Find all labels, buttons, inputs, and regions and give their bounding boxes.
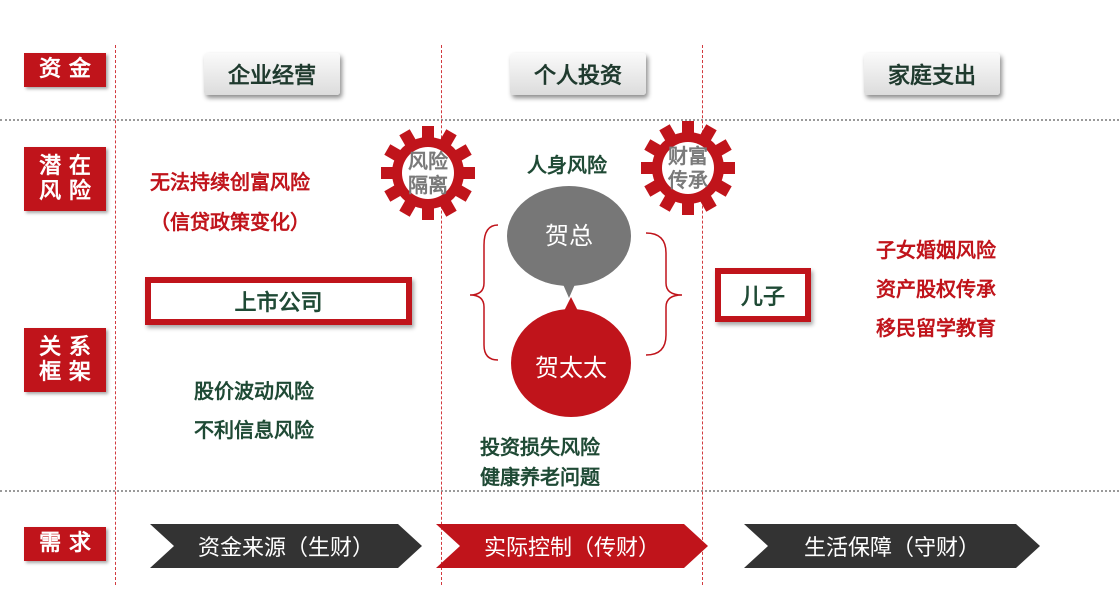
business-risk-4: 不利信息风险 <box>194 418 314 442</box>
need-arrow-wealth-transfer-text: 实际控制（传财） <box>483 536 660 561</box>
row-label-risk-line2: 风 险 <box>39 179 91 204</box>
gear-tooth <box>422 126 434 142</box>
column-header-business-text: 企业经营 <box>227 64 316 89</box>
gear-icon-risk-isolation <box>381 126 475 220</box>
need-arrow-wealth-transfer: 实际控制（传财） <box>436 524 708 568</box>
gear-right-line1: 财富 <box>668 144 708 168</box>
column-header-family-text: 家庭支出 <box>887 64 976 89</box>
row-label-rel-line1: 关 系 <box>39 334 91 360</box>
column-header-business: 企业经营 <box>204 53 340 95</box>
family-risk-1: 子女婚姻风险 <box>876 238 996 262</box>
gear-tooth <box>659 191 678 212</box>
column-divider-2 <box>441 45 442 585</box>
gear-left-line1: 风险 <box>408 149 448 173</box>
gear-left-line2: 隔离 <box>408 173 448 197</box>
business-risk-3: 股价波动风险 <box>194 379 314 403</box>
gear-tooth <box>384 183 405 202</box>
gear-tooth <box>644 178 665 197</box>
bubble-he-taitai-shape <box>511 297 631 417</box>
bubble-he-zong-text: 贺总 <box>545 222 593 250</box>
gear-tooth <box>644 139 665 158</box>
gear-tooth <box>711 178 732 197</box>
gear-tooth <box>698 191 717 212</box>
business-risk-1: 无法持续创富风险 <box>150 170 310 194</box>
row-label-funds-text: 资 金 <box>39 57 91 83</box>
row-label-risk-line1: 潜 在 <box>39 153 91 179</box>
need-arrow-wealth-creation: 资金来源（生财） <box>150 524 422 568</box>
row-label-needs: 需 求 <box>24 527 106 561</box>
gear-tooth <box>719 162 735 174</box>
need-arrow-wealth-protection: 生活保障（守财） <box>744 524 1040 568</box>
gear-tooth <box>659 124 678 145</box>
family-risk-2: 资产股权传承 <box>876 277 996 301</box>
bubble-he-taitai-text: 贺太太 <box>535 354 607 382</box>
gear-right-line2: 传承 <box>668 168 708 192</box>
gear-hole <box>662 142 714 194</box>
gear-tooth <box>641 162 657 174</box>
entity-son: 儿子 <box>715 268 811 322</box>
entity-listed-company-text: 上市公司 <box>234 291 323 316</box>
gear-tooth <box>451 144 472 163</box>
investment-risk-1: 投资损失风险 <box>480 435 600 459</box>
gear-tooth <box>422 204 434 220</box>
gear-tooth <box>711 139 732 158</box>
column-header-investment: 个人投资 <box>510 53 646 95</box>
need-arrow-wealth-creation-text: 资金来源（生财） <box>197 536 374 561</box>
investment-risk-2: 健康养老问题 <box>480 465 600 489</box>
gear-tooth <box>438 129 457 150</box>
row-label-relationship: 关 系 框 架 <box>24 328 106 392</box>
relationship-connectors <box>469 224 683 361</box>
entity-listed-company: 上市公司 <box>145 277 412 325</box>
gear-label-wealth-inheritance: 财富 传承 <box>640 120 736 216</box>
gear-tooth <box>682 199 694 215</box>
gear-tooth <box>682 121 694 137</box>
gear-tooth <box>384 144 405 163</box>
column-divider-3 <box>702 45 703 585</box>
business-risk-2: （信贷政策变化） <box>150 210 310 234</box>
gear-hole <box>402 147 454 199</box>
row-label-needs-text: 需 求 <box>39 531 91 557</box>
personal-risk: 人身风险 <box>527 153 607 177</box>
bubble-he-zong-shape <box>507 186 631 298</box>
gear-tooth <box>698 124 717 145</box>
gear-label-risk-isolation: 风险 隔离 <box>380 125 476 221</box>
gear-tooth <box>399 196 418 217</box>
gear-tooth <box>451 183 472 202</box>
entity-son-text: 儿子 <box>740 285 785 310</box>
column-divider-1 <box>115 45 116 585</box>
divider-top <box>0 119 1119 121</box>
gear-tooth <box>381 167 397 179</box>
row-label-rel-line2: 框 架 <box>39 360 91 385</box>
gear-tooth <box>399 129 418 150</box>
gear-tooth <box>459 167 475 179</box>
divider-bottom <box>0 490 1119 492</box>
gear-tooth <box>438 196 457 217</box>
need-arrow-wealth-protection-text: 生活保障（守财） <box>803 536 980 561</box>
column-header-investment-text: 个人投资 <box>533 64 622 89</box>
column-header-family: 家庭支出 <box>864 53 1000 95</box>
family-risk-3: 移民留学教育 <box>876 316 996 340</box>
row-label-risk: 潜 在 风 险 <box>24 147 106 211</box>
gear-icon-wealth-inheritance <box>641 121 735 215</box>
row-label-funds: 资 金 <box>24 53 106 87</box>
